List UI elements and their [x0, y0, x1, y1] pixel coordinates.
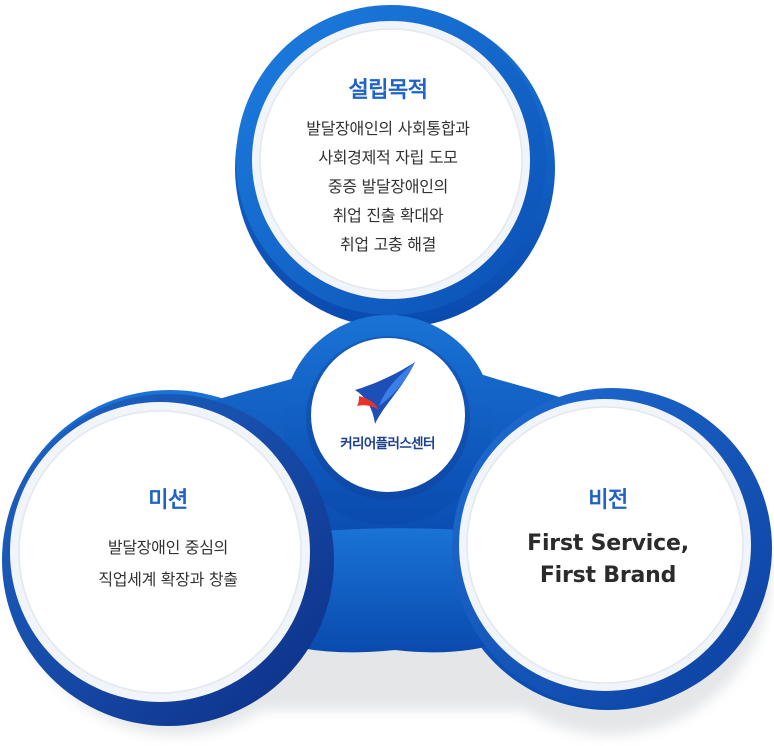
mission-title: 미션 [148, 488, 188, 513]
vision-title: 비전 [588, 488, 628, 513]
purpose-circle [236, 5, 546, 315]
mission-line: 직업세계 확장과 창출 [98, 570, 238, 589]
arrow-logo-icon [354, 362, 415, 424]
purpose-line: 사회경제적 자립 도모 [318, 148, 458, 167]
purpose-description: 발달장애인의 사회통합과 사회경제적 자립 도모 중증 발달장애인의 취업 진출… [258, 114, 518, 259]
brand-name: 커리어플러스센터 [340, 436, 435, 452]
purpose-line: 취업 진출 확대와 [332, 206, 444, 225]
purpose-block: 설립목적 발달장애인의 사회통합과 사회경제적 자립 도모 중증 발달장애인의 … [258, 72, 518, 259]
mission-circle [2, 394, 334, 726]
vision-block: 비전 First Service, First Brand [488, 482, 728, 592]
mission-block: 미션 발달장애인 중심의 직업세계 확장과 창출 [48, 482, 288, 596]
vision-circle [452, 388, 772, 708]
purpose-line: 중증 발달장애인의 [327, 177, 449, 196]
vision-line: First Brand [539, 563, 677, 588]
purpose-title: 설립목적 [348, 78, 428, 103]
vision-description: First Service, First Brand [488, 528, 728, 592]
vision-line: First Service, [527, 531, 689, 556]
mission-line: 발달장애인 중심의 [107, 538, 229, 557]
mission-description: 발달장애인 중심의 직업세계 확장과 창출 [48, 532, 288, 596]
purpose-line: 발달장애인의 사회통합과 [306, 119, 470, 138]
center-circle [306, 336, 470, 500]
center-logo: 커리어플러스센터 [310, 338, 465, 493]
purpose-line: 취업 고충 해결 [339, 235, 437, 254]
